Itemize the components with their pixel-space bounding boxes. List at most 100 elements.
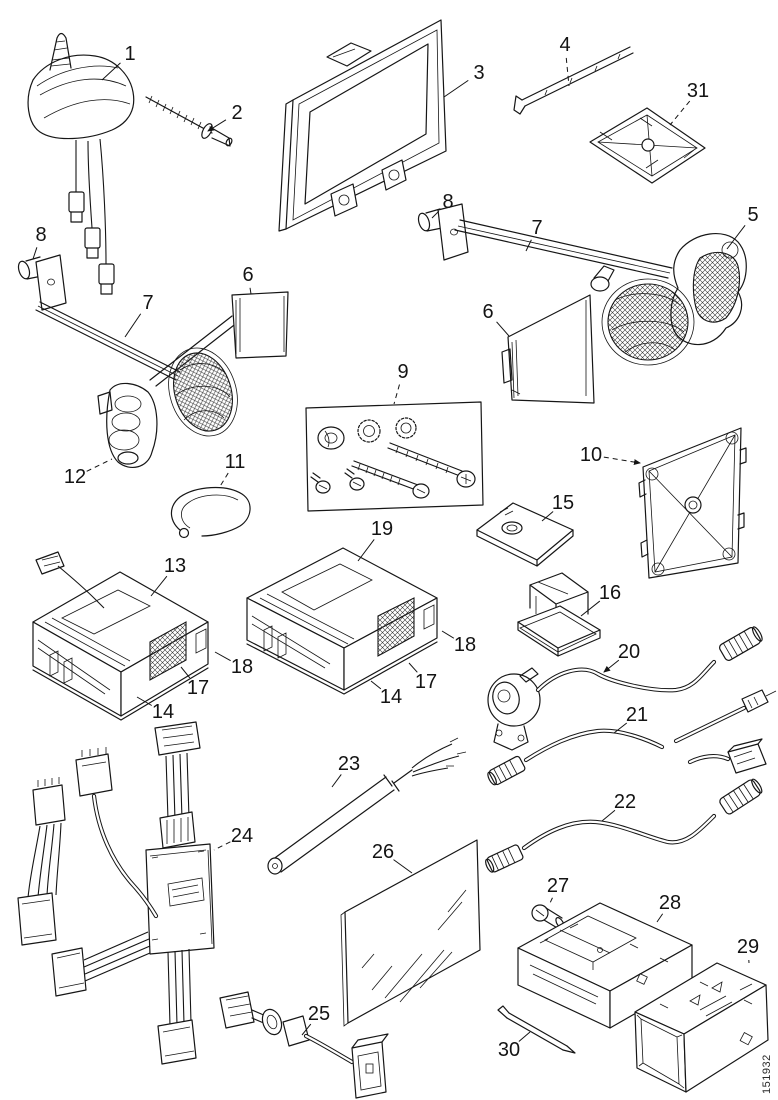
callout-leader-22 xyxy=(601,809,616,822)
callout-leader-30 xyxy=(518,1031,531,1042)
part-7-support-rail-right xyxy=(454,219,673,279)
callout-leader-21 xyxy=(613,722,628,734)
part-29-mounting-sleeve xyxy=(634,962,769,1093)
callout-leader-23 xyxy=(331,774,342,788)
part-4-mounting-rail xyxy=(513,46,634,115)
callout-label-8: 8 xyxy=(35,224,46,246)
part-21-cable xyxy=(487,689,777,786)
callout-label-23: 23 xyxy=(338,753,360,775)
part-15-spacer-plate xyxy=(476,502,574,567)
callout-label-7: 7 xyxy=(142,292,153,314)
part-26-protective-film xyxy=(340,839,481,1027)
callout-label-8: 8 xyxy=(442,191,453,213)
callout-leader-18 xyxy=(441,630,455,639)
callout-label-20: 20 xyxy=(618,641,640,663)
callout-leader-8 xyxy=(431,210,440,219)
callout-leader-10 xyxy=(603,456,641,465)
callout-leader-3 xyxy=(443,79,469,98)
callout-label-31: 31 xyxy=(687,80,709,102)
callout-leader-24 xyxy=(213,841,231,851)
part-11-snap-ring xyxy=(170,486,251,539)
part-2-antenna-bolt xyxy=(145,95,233,147)
callout-leader-7 xyxy=(124,313,142,338)
part-31-base-plate xyxy=(589,107,706,184)
callout-leader-6 xyxy=(496,321,510,337)
callout-label-6: 6 xyxy=(482,301,493,323)
callout-label-24: 24 xyxy=(231,825,253,847)
callout-leader-11 xyxy=(218,472,229,489)
callout-leader-19 xyxy=(357,539,375,562)
callout-label-6: 6 xyxy=(242,264,253,286)
callout-leader-13 xyxy=(150,575,168,597)
part-6-bracket-plate-right xyxy=(501,294,595,404)
callout-label-15: 15 xyxy=(552,492,574,514)
callout-leader-28 xyxy=(656,913,664,923)
callout-label-14: 14 xyxy=(380,686,402,708)
part-10-rear-panel xyxy=(638,427,747,579)
callout-label-25: 25 xyxy=(308,1003,330,1025)
callout-label-16: 16 xyxy=(599,582,621,604)
part-8-clamp-right xyxy=(417,203,469,261)
callout-leader-16 xyxy=(580,600,601,617)
callout-label-17: 17 xyxy=(415,671,437,693)
callout-label-2: 2 xyxy=(231,102,242,124)
callout-leader-4 xyxy=(565,57,570,87)
callout-label-27: 27 xyxy=(547,875,569,897)
callout-label-18: 18 xyxy=(231,656,253,678)
diagram-id-code: 151932 xyxy=(761,1054,773,1094)
part-28-chassis xyxy=(517,902,693,1029)
callout-label-11: 11 xyxy=(225,451,246,473)
part-8-clamp-left xyxy=(17,254,67,311)
callout-label-18: 18 xyxy=(454,634,476,656)
part-24-wiring-harness xyxy=(17,721,215,1065)
callout-label-3: 3 xyxy=(473,62,484,84)
part-13-nav-unit xyxy=(32,551,209,721)
callout-label-4: 4 xyxy=(559,34,570,56)
part-30-release-pin xyxy=(497,1005,576,1054)
part-20-camera-cable xyxy=(487,626,763,751)
callout-leader-18 xyxy=(214,651,231,662)
callout-label-30: 30 xyxy=(498,1039,520,1061)
callout-leader-12 xyxy=(86,458,113,472)
part-5-mount-bracket-right xyxy=(590,233,747,366)
part-25-aux-cable xyxy=(219,991,389,1099)
callout-label-1: 1 xyxy=(124,43,135,65)
callout-leader-25 xyxy=(301,1023,312,1036)
callout-leader-14 xyxy=(370,680,382,690)
callout-leader-6 xyxy=(249,287,252,295)
callout-label-17: 17 xyxy=(187,677,209,699)
part-6-bracket-plate-left xyxy=(231,291,289,359)
callout-leader-31 xyxy=(669,100,691,126)
callout-leader-27 xyxy=(549,897,553,904)
part-19-radio-unit xyxy=(246,547,438,695)
callout-leader-15 xyxy=(541,511,554,522)
callout-label-26: 26 xyxy=(372,841,394,863)
callout-leader-17 xyxy=(408,662,418,673)
callout-leader-17 xyxy=(180,666,191,679)
callout-label-7: 7 xyxy=(531,217,542,239)
part-1-roof-antenna xyxy=(27,32,135,295)
part-12-mount-bracket-left xyxy=(97,347,238,469)
callout-label-28: 28 xyxy=(659,892,681,914)
part-3-display-monitor xyxy=(278,19,447,232)
callout-leader-1 xyxy=(101,62,121,81)
callout-label-12: 12 xyxy=(64,466,86,488)
callout-label-9: 9 xyxy=(397,361,408,383)
callout-leader-5 xyxy=(726,225,746,250)
callout-label-5: 5 xyxy=(747,204,758,226)
callout-label-10: 10 xyxy=(580,444,602,466)
callout-leader-9 xyxy=(393,384,400,405)
part-9-fastener-kit xyxy=(305,401,484,512)
callout-leader-7 xyxy=(525,239,532,252)
part-23-antenna-mast xyxy=(267,737,467,875)
callout-leader-2 xyxy=(207,119,227,132)
callout-label-22: 22 xyxy=(614,791,636,813)
callout-label-29: 29 xyxy=(737,936,759,958)
callout-leader-26 xyxy=(393,859,413,874)
callout-label-13: 13 xyxy=(164,555,186,577)
callout-leader-8 xyxy=(32,247,38,260)
callout-leader-14 xyxy=(136,696,152,706)
